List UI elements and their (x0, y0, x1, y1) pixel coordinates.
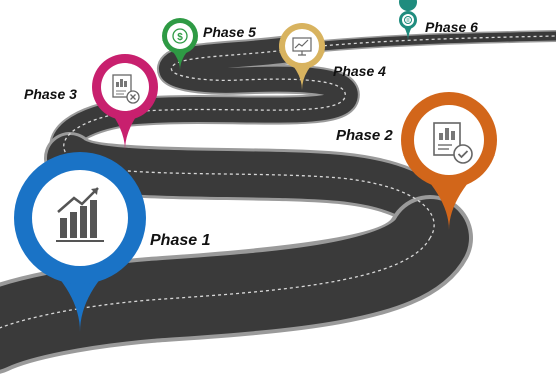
phase-2-label: Phase 2 (336, 127, 393, 144)
report-cancel-icon (112, 74, 140, 104)
report-check-icon (433, 122, 473, 164)
phase-5-marker: $ Phase 5 (162, 18, 256, 70)
phase-2-marker: Phase 2 (336, 92, 497, 230)
coin-icon (404, 16, 412, 24)
phase-3-marker: Phase 3 (24, 54, 158, 150)
phase-5-label: Phase 5 (203, 24, 256, 40)
phase-1-label: Phase 1 (150, 232, 211, 249)
phase-6-label: Phase 6 (425, 19, 478, 35)
phase-1-marker: Phase 1 (14, 152, 211, 332)
svg-text:$: $ (177, 32, 183, 43)
phase-4-marker: Phase 4 (279, 23, 386, 90)
bar-chart-growth-icon (56, 187, 104, 242)
presentation-board-icon (292, 37, 312, 56)
phase-4-label: Phase 4 (333, 63, 386, 79)
phase-6-marker: Phase 6 (399, 0, 478, 42)
phase-3-label: Phase 3 (24, 86, 77, 102)
phase-6-pin (399, 0, 417, 11)
dollar-coin-icon: $ (172, 28, 188, 44)
